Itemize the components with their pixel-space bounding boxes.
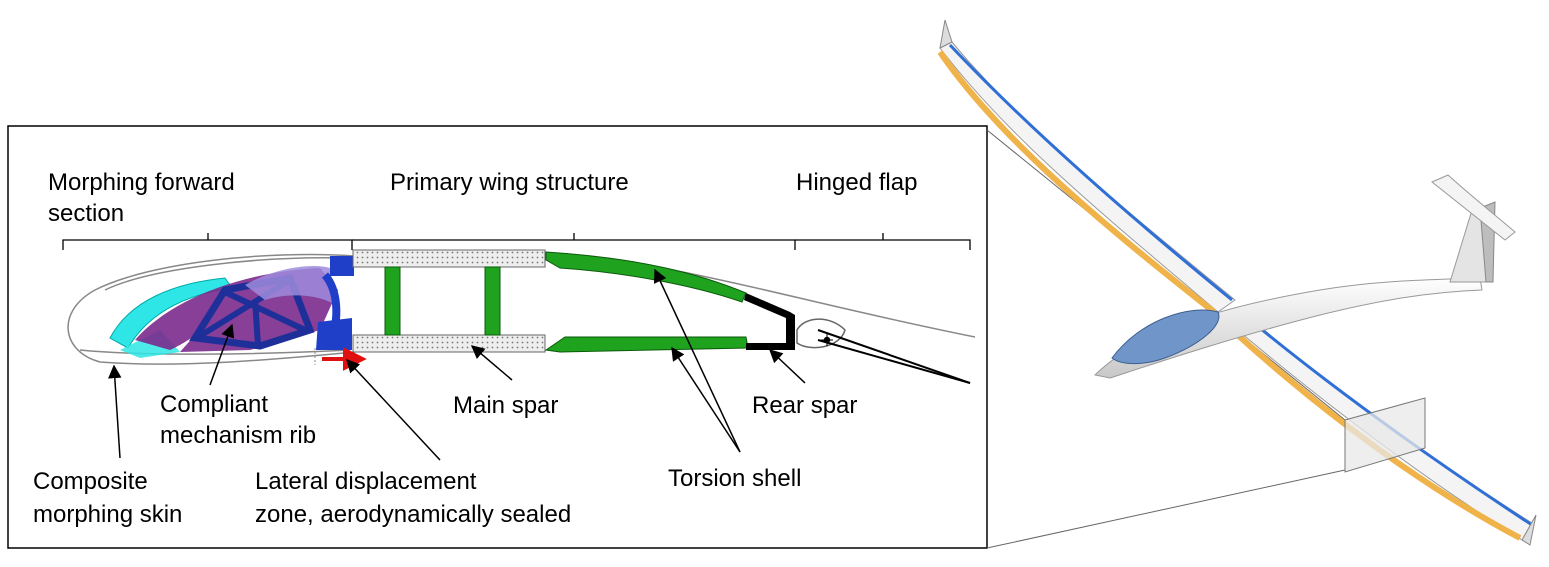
section-label-morphing-forward: Morphing forward	[48, 169, 235, 196]
glider-canopy	[1111, 309, 1220, 365]
lower-spar-cap	[352, 334, 546, 353]
rear-spar	[744, 293, 795, 350]
section-label-primary-structure: Primary wing structure	[390, 169, 629, 196]
torsion-shell-lower	[544, 336, 749, 353]
section-brackets	[62, 233, 971, 250]
leader-composite-skin	[108, 364, 122, 459]
compliant-rib-mechanism	[109, 256, 354, 358]
glider-illustration	[937, 19, 1537, 546]
glider-right-winglet	[1521, 514, 1537, 546]
upper-spar-cap	[352, 249, 546, 268]
glider-left-winglet	[939, 19, 953, 49]
callout-composite-skin-line2: morphing skin	[33, 501, 182, 528]
bracket-flap	[795, 233, 971, 250]
leader-compliant-rib	[209, 323, 235, 386]
callout-compliant-rib-line2: mechanism rib	[160, 422, 316, 449]
callout-main-spar: Main spar	[453, 392, 558, 419]
callout-lateral-zone: Lateral displacement	[255, 468, 477, 495]
main-spar-web-front	[384, 266, 401, 336]
glider-left-wing-flap	[937, 50, 1216, 315]
leader-lateral-zone	[346, 359, 441, 461]
torsion-shell-upper	[545, 251, 747, 303]
bracket-forward	[62, 233, 353, 250]
glider-section-plane	[1344, 397, 1426, 473]
callout-leaders	[108, 268, 806, 461]
section-label-morphing-forward-line2: section	[48, 200, 124, 227]
main-spar-web-rear	[484, 266, 501, 336]
callout-rear-spar: Rear spar	[752, 392, 857, 419]
section-label-hinged-flap: Hinged flap	[796, 169, 917, 196]
leader-rear-spar	[769, 349, 806, 384]
hinged-flap	[796, 318, 971, 384]
leader-torsion-upper	[654, 268, 741, 453]
glider-left-wing-spar	[948, 43, 1233, 302]
callout-compliant-rib: Compliant	[160, 391, 268, 418]
callout-torsion-shell: Torsion shell	[668, 465, 801, 492]
callout-composite-skin: Composite	[33, 468, 148, 495]
glider-horizontal-tail	[1431, 174, 1516, 241]
leader-main-spar	[470, 345, 513, 381]
callout-lateral-zone-line2: zone, aerodynamically sealed	[255, 501, 571, 528]
glider-fuselage	[1093, 277, 1483, 379]
leader-torsion-lower	[671, 346, 741, 453]
